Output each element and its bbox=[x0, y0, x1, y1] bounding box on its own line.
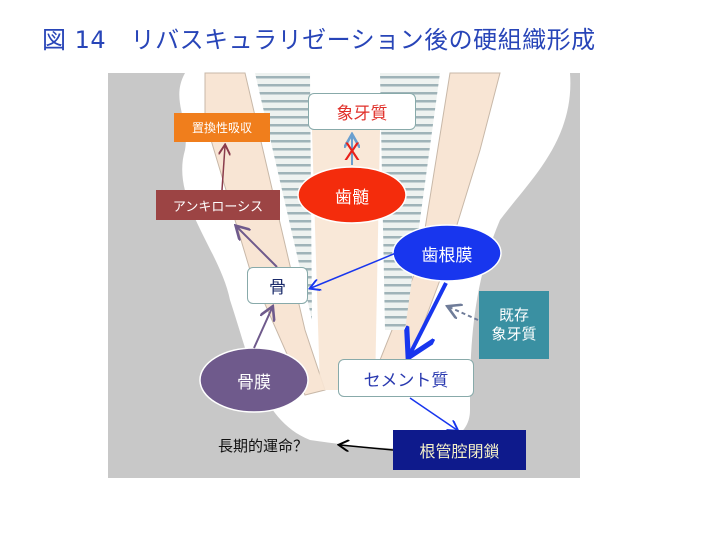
arrow-existing-dentin bbox=[449, 307, 479, 321]
arrow-pdl-bone bbox=[311, 252, 397, 288]
dentin-right bbox=[380, 73, 440, 330]
arrow-bone-ankylosis bbox=[237, 227, 278, 268]
pulp-label: 歯髄 bbox=[335, 187, 369, 208]
arrow-cementum-canal bbox=[409, 397, 457, 430]
existing-dentin-box: 既存 象牙質 bbox=[479, 291, 549, 359]
canal-obliteration-box: 根管腔閉鎖 bbox=[393, 430, 526, 470]
existing-dentin-label: 既存 象牙質 bbox=[491, 305, 537, 344]
arrow-periosteum-bone bbox=[253, 308, 272, 349]
dentin-box: 象牙質 bbox=[308, 93, 416, 130]
slide-title: 図 14 リバスキュラリゼーション後の硬組織形成 bbox=[42, 26, 596, 54]
cementum-box: セメント質 bbox=[338, 359, 474, 397]
long-term-fate-label: 長期的運命？ bbox=[218, 436, 309, 455]
bone-box: 骨 bbox=[247, 267, 308, 304]
replacement-resorption-box: 置換性吸収 bbox=[174, 113, 270, 142]
arrow-canal-fate bbox=[340, 445, 394, 450]
arrow-ankylosis-resorption bbox=[222, 146, 225, 191]
periosteum-label: 骨膜 bbox=[237, 372, 271, 393]
arrow-pdl-cementum bbox=[410, 282, 448, 354]
pulp-ellipse bbox=[297, 166, 407, 224]
ankylosis-box: アンキローシス bbox=[156, 190, 280, 220]
blocked-x-mark: X bbox=[343, 138, 361, 166]
pdl-label: 歯根膜 bbox=[421, 245, 473, 266]
pdl-ellipse bbox=[392, 224, 502, 282]
